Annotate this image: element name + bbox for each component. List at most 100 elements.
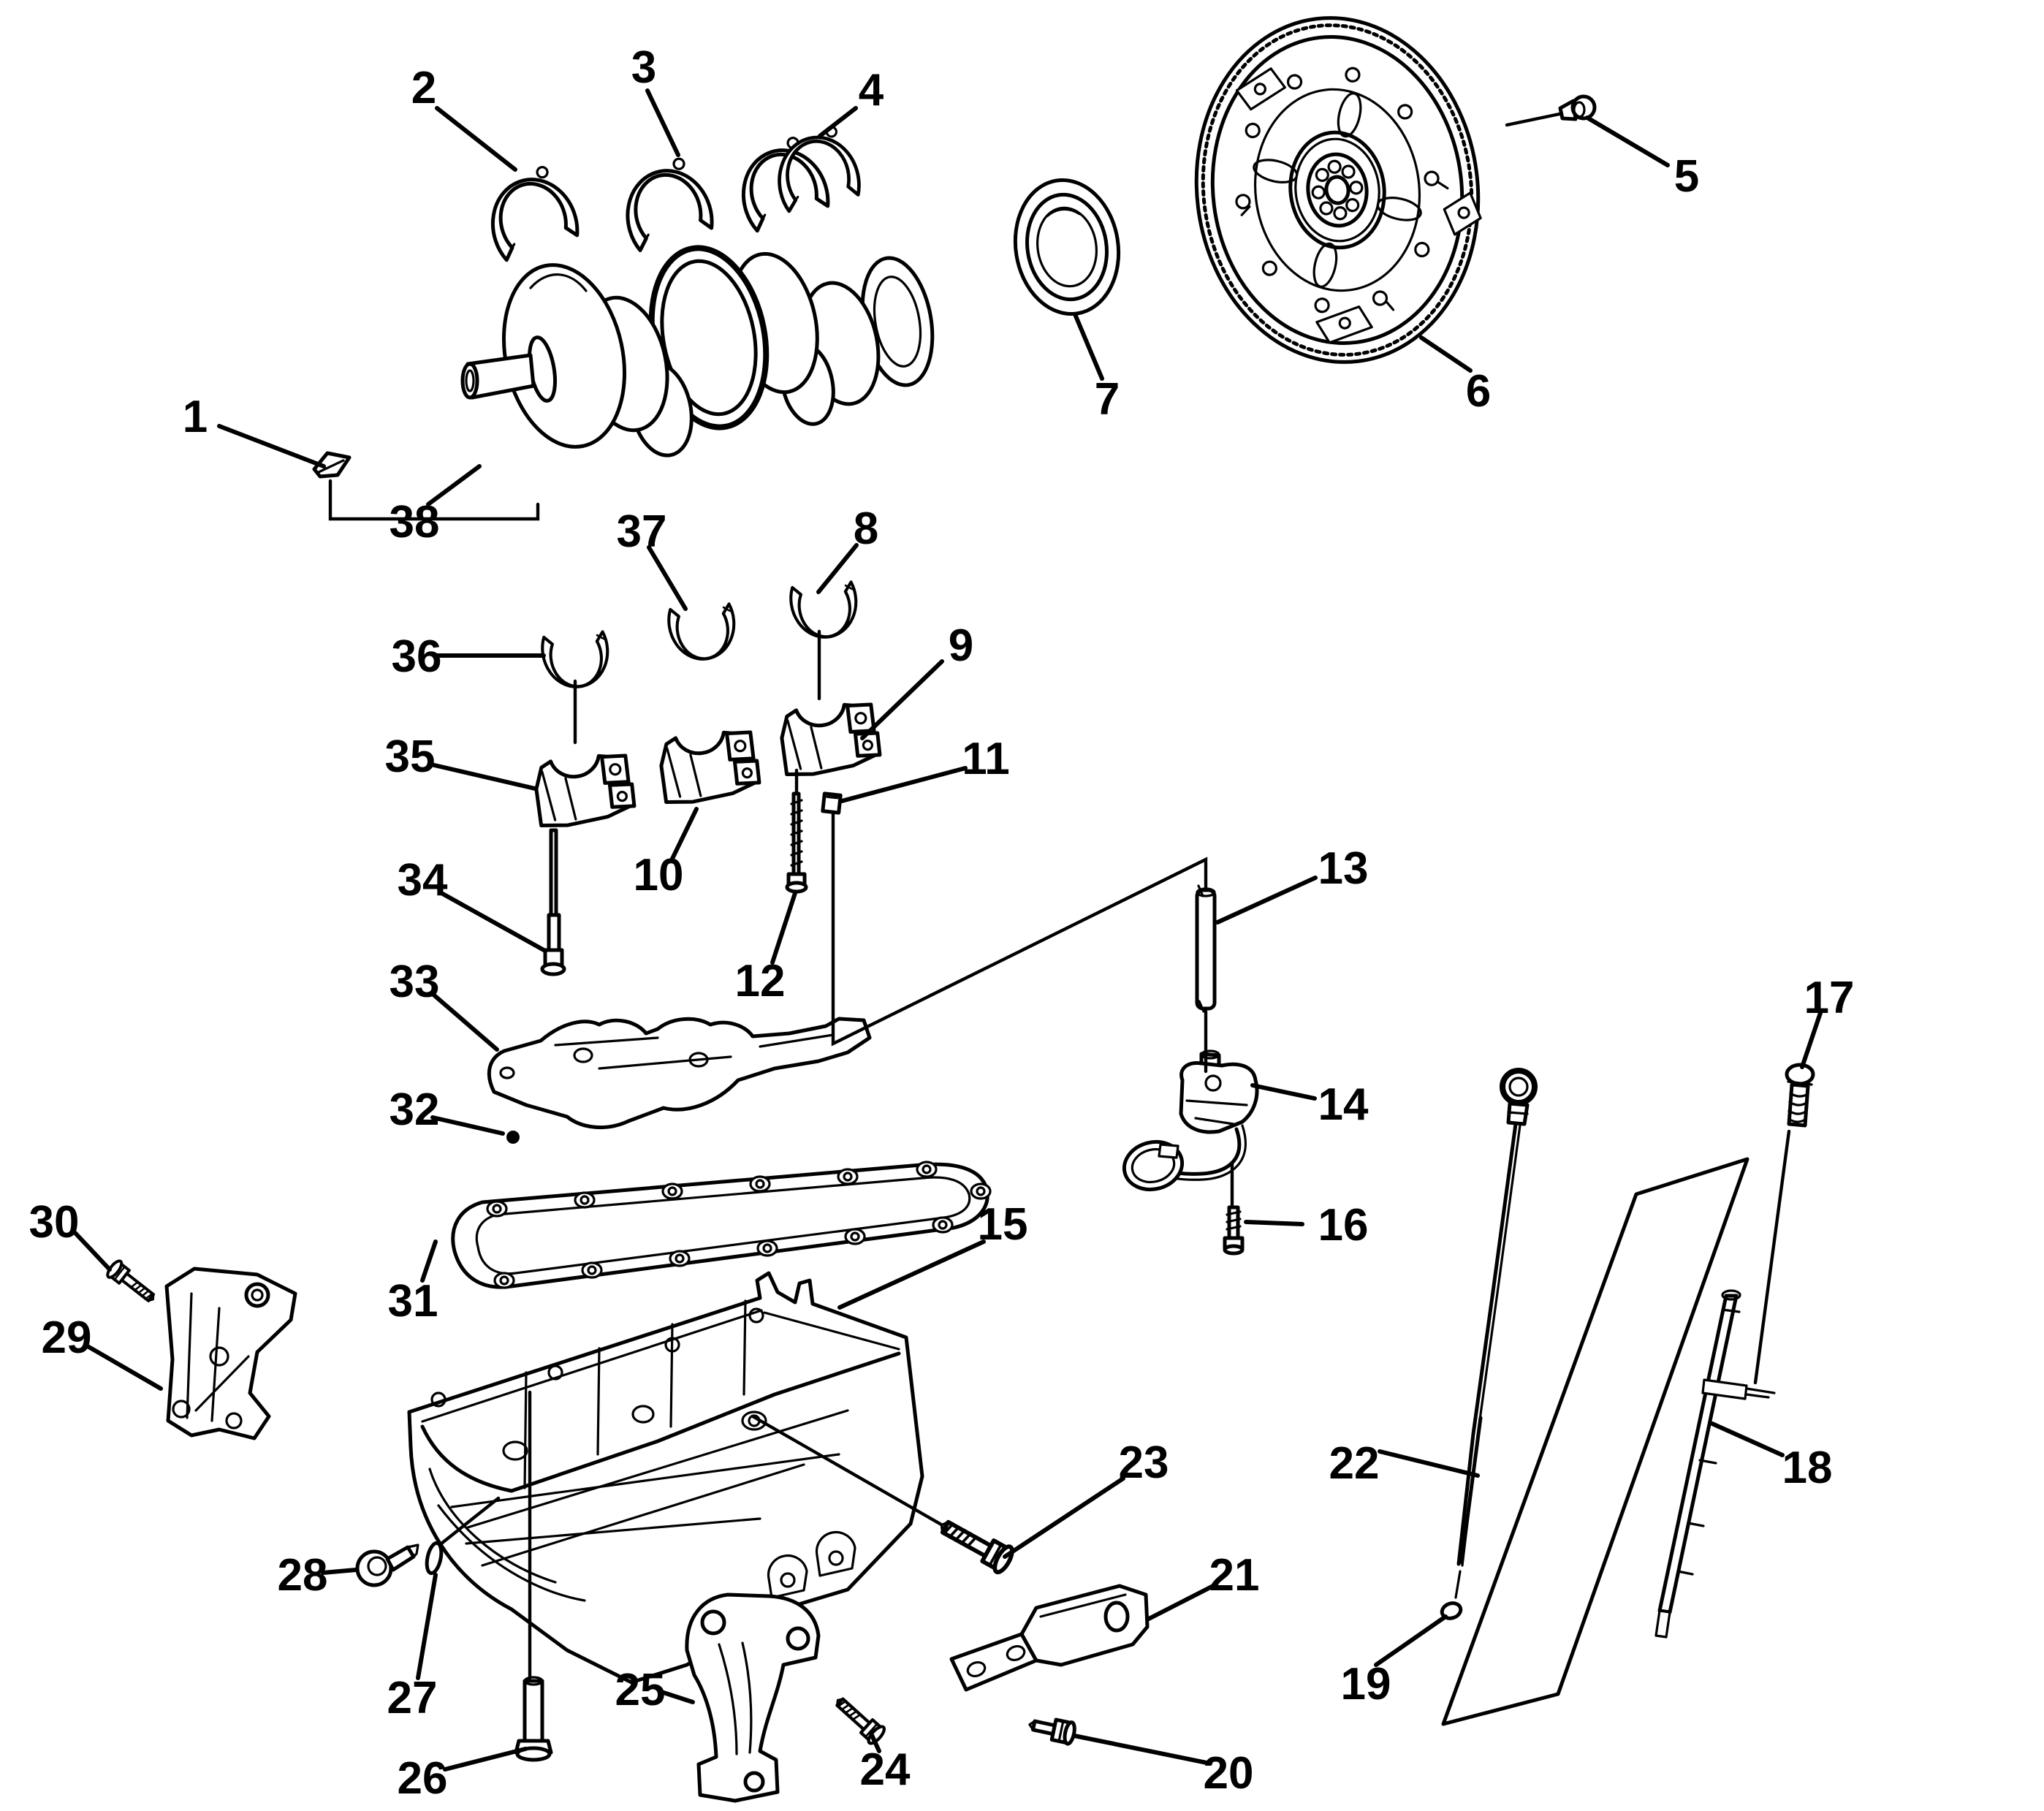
brace-bolt-20 — [1028, 1717, 1076, 1746]
callout-24-leader — [869, 1731, 881, 1753]
callout-10-leader — [669, 807, 699, 862]
guide-line-washer27-to-pan — [439, 1496, 501, 1546]
callout-1-number: 1 — [183, 392, 208, 442]
callout-35-number: 35 — [385, 732, 436, 782]
tube-bolt-17 — [1785, 1063, 1815, 1128]
cap-bolt-34 — [540, 828, 566, 976]
callout-38-leader — [426, 464, 482, 506]
pan-bolt-28 — [355, 1544, 419, 1587]
callout-30-leader — [71, 1229, 112, 1272]
callout-34-number: 34 — [398, 855, 448, 906]
callout-6-leader — [1419, 335, 1473, 373]
brace-bracket-21 — [949, 1584, 1150, 1692]
callout-13-number: 13 — [1318, 843, 1369, 894]
crankshaft-key-detail — [317, 459, 345, 474]
callout-38-number: 38 — [390, 497, 440, 547]
bearing-cap-10 — [656, 725, 762, 807]
oil-pan-baffle — [487, 1017, 872, 1130]
oil-level-tube-13 — [1195, 884, 1217, 1013]
dipstick-oring-19 — [1440, 1601, 1463, 1620]
bearing-shell-3 — [616, 154, 716, 251]
guide-line-pan-to-bolt23 — [751, 1414, 943, 1527]
callout-37-leader — [647, 545, 688, 611]
callout-15-leader — [837, 1239, 986, 1310]
callout-35-leader — [429, 762, 537, 791]
callout-1-leader — [217, 424, 326, 468]
cap-bolt-12 — [785, 791, 808, 894]
guide-line-bolt5-to-flywheel — [1505, 112, 1562, 127]
mount-bracket-29 — [164, 1267, 297, 1440]
callout-21-leader — [1147, 1582, 1218, 1621]
callout-32-leader — [430, 1115, 505, 1136]
callout-16-number: 16 — [1318, 1200, 1369, 1250]
callout-19-number: 19 — [1341, 1659, 1391, 1709]
callout-7-number: 7 — [1095, 374, 1120, 425]
dowel-pin-11 — [821, 791, 843, 815]
callout-23-leader — [1003, 1476, 1125, 1559]
callout-2-leader — [435, 106, 517, 172]
callout-15-number: 15 — [978, 1199, 1028, 1250]
callout-31-leader — [420, 1239, 438, 1283]
bearing-shell-2 — [479, 162, 582, 262]
callout-14-number: 14 — [1318, 1079, 1369, 1130]
callout-19-leader — [1374, 1614, 1448, 1667]
callout-28-number: 28 — [278, 1550, 328, 1601]
callout-11-number: 11 — [962, 734, 1010, 784]
callout-2-number: 2 — [411, 63, 436, 113]
callout-20-leader — [1072, 1734, 1212, 1766]
callout-3-leader — [645, 88, 680, 157]
callout-14-leader — [1250, 1083, 1317, 1101]
callout-24-number: 24 — [860, 1744, 911, 1795]
pan-bolt-26 — [514, 1676, 553, 1762]
callout-33-number: 33 — [390, 957, 440, 1007]
callout-8-number: 8 — [854, 504, 878, 554]
callout-5-leader — [1585, 115, 1670, 167]
oil-level-sensor-14 — [1122, 1049, 1259, 1192]
baffle-bolt-32 — [506, 1131, 520, 1144]
callout-17-number: 17 — [1804, 973, 1855, 1023]
strut-bolt-24 — [831, 1692, 887, 1745]
oil-pan-gasket — [451, 1161, 992, 1289]
callout-27-leader — [416, 1573, 438, 1680]
flywheel — [1194, 16, 1482, 364]
pan-bolt-23 — [935, 1513, 1015, 1575]
callout-16-leader — [1244, 1220, 1304, 1226]
oil-pan — [407, 1271, 924, 1685]
callout-12-leader — [770, 891, 797, 965]
crankshaft — [460, 245, 935, 458]
callout-13-leader — [1215, 876, 1318, 925]
callout-26-number: 26 — [398, 1753, 448, 1804]
callout-18-leader — [1710, 1421, 1785, 1457]
callout-23-number: 23 — [1119, 1438, 1169, 1488]
callout-20-number: 20 — [1204, 1748, 1254, 1799]
callout-34-leader — [439, 891, 547, 953]
bracket-bolt-30 — [105, 1258, 159, 1307]
strut-bracket-25 — [685, 1592, 821, 1803]
dipstick-22 — [1454, 1068, 1538, 1599]
callout-12-number: 12 — [735, 956, 786, 1006]
callout-22-leader — [1378, 1449, 1480, 1478]
bearing-shell-37 — [666, 599, 740, 664]
callout-17-leader — [1800, 1011, 1823, 1069]
callout-7-leader — [1073, 312, 1104, 381]
callout-10-number: 10 — [634, 850, 684, 900]
dipstick-tube-18 — [1654, 1289, 1776, 1639]
guide-line-bolt17-to-tube18 — [1753, 1129, 1791, 1385]
callout-37-number: 37 — [617, 506, 667, 557]
callout-5-number: 5 — [1674, 151, 1699, 202]
callout-21-number: 21 — [1209, 1550, 1260, 1601]
callout-32-number: 32 — [390, 1085, 440, 1135]
washer-27 — [425, 1541, 444, 1576]
callout-22-number: 22 — [1329, 1438, 1380, 1489]
callout-31-number: 31 — [388, 1276, 438, 1326]
bearing-cap-9 — [776, 697, 883, 779]
callout-29-leader — [84, 1343, 163, 1391]
backing-panel — [1441, 1157, 1749, 1726]
guide-line-pin11-to-tube13 — [831, 810, 1208, 1047]
callout-33-leader — [430, 992, 499, 1052]
callout-36-number: 36 — [392, 631, 442, 682]
callout-3-number: 3 — [631, 42, 656, 93]
callout-9-leader — [860, 659, 944, 740]
sensor-bolt-16 — [1223, 1205, 1245, 1256]
callout-28-leader — [321, 1568, 358, 1575]
